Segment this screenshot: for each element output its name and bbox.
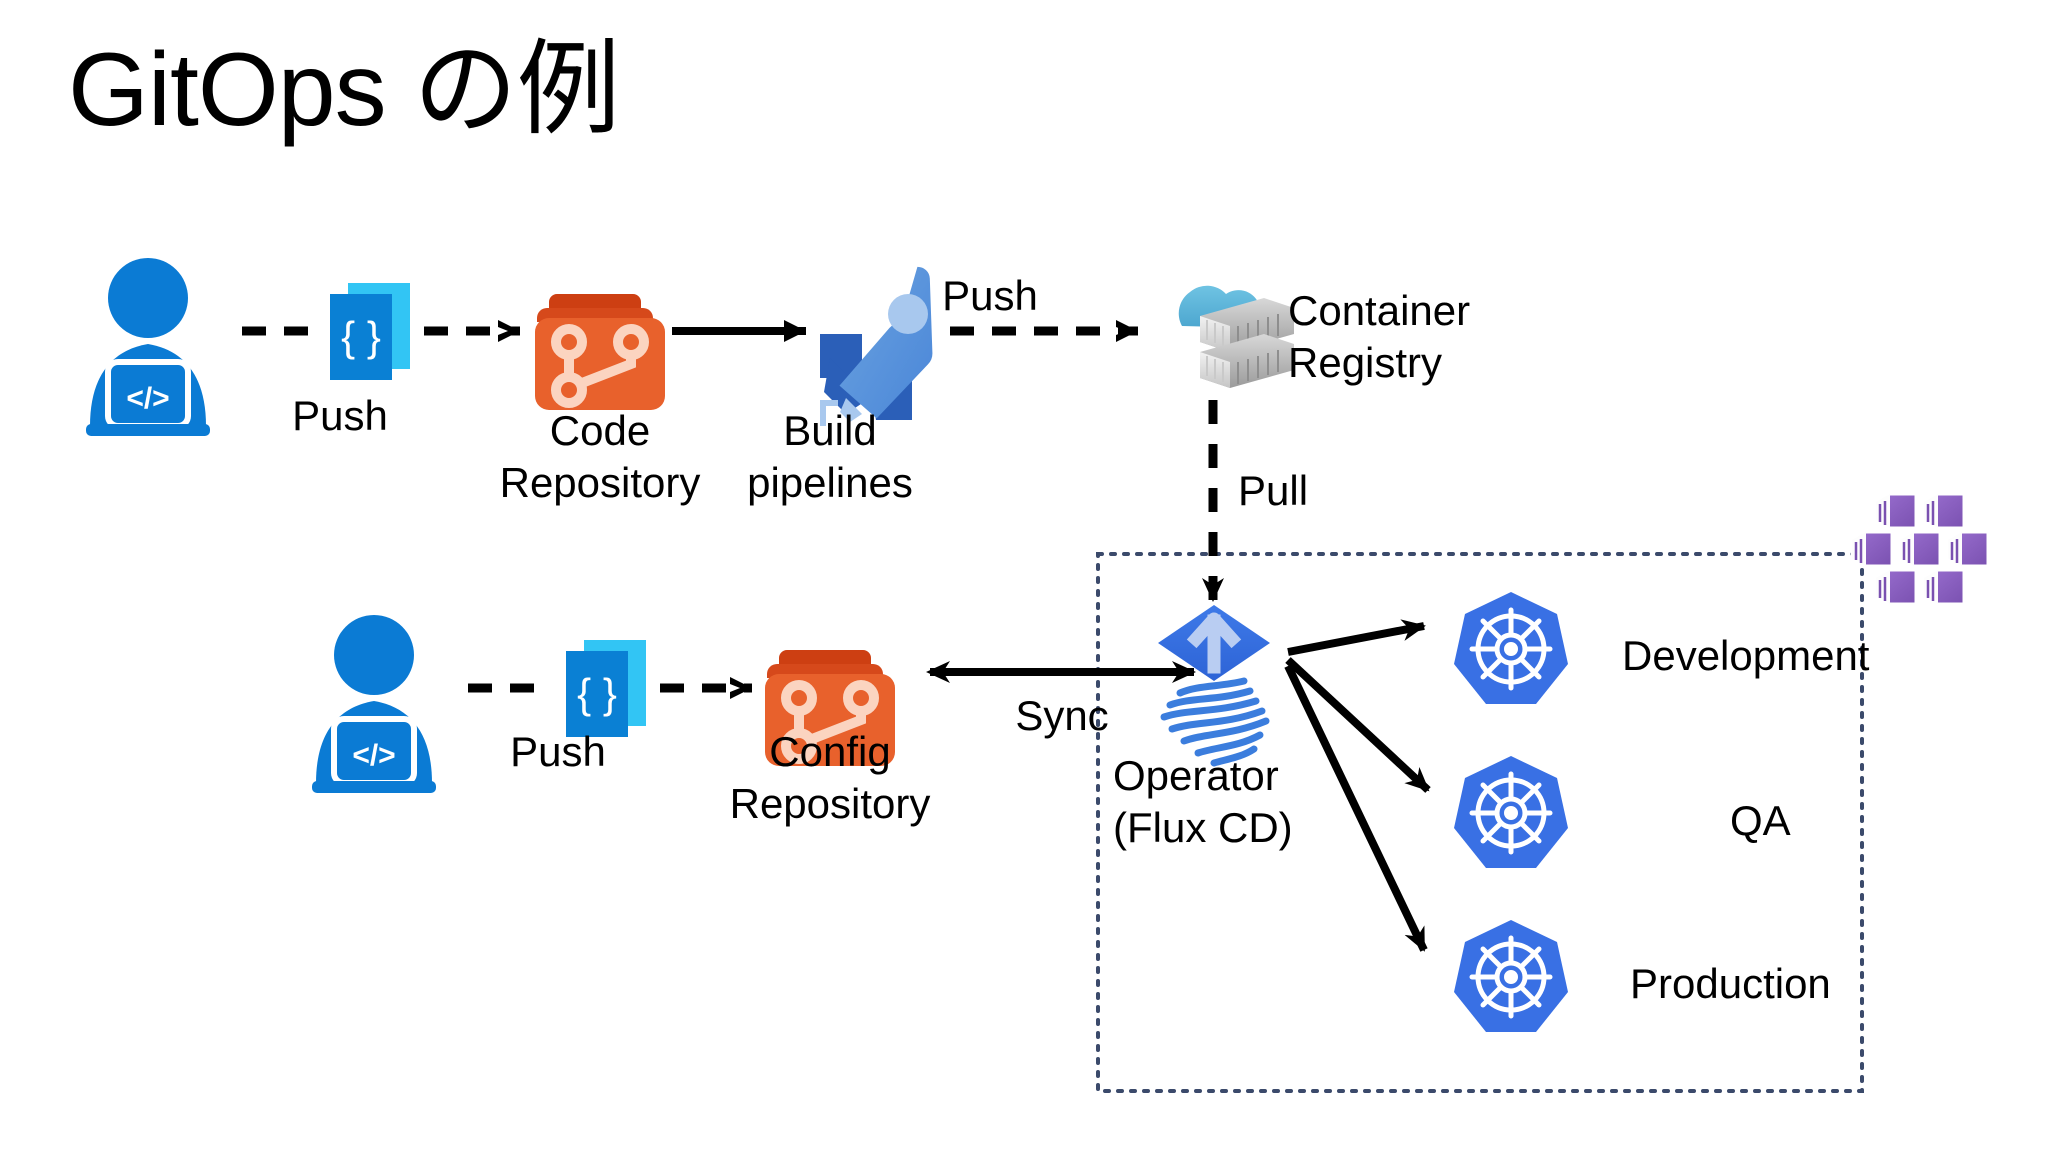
cluster-boundary xyxy=(1096,552,1864,1093)
git-repo-icon xyxy=(535,294,665,410)
label-container-registry: Container Registry xyxy=(1288,287,1471,386)
label-pull: Pull xyxy=(1238,467,1309,514)
label-push-registry: Push xyxy=(942,272,1038,319)
svg-text:</>: </> xyxy=(126,382,169,415)
page-title: GitOps の例 xyxy=(68,32,621,148)
kubernetes-icon xyxy=(1454,756,1568,868)
label-sync: Sync xyxy=(1015,692,1109,739)
label-production: Production xyxy=(1630,960,1831,1007)
kubernetes-icon xyxy=(1454,592,1568,704)
label-config-repository: Config Repository xyxy=(729,728,931,827)
edge-solid-operator-to-prod xyxy=(1284,664,1428,952)
flux-cd-icon xyxy=(1158,605,1270,767)
developer-icon: </> xyxy=(86,258,210,436)
rocket-icon xyxy=(820,266,933,426)
label-development: Development xyxy=(1622,632,1870,679)
kubernetes-icon xyxy=(1454,920,1568,1032)
label-build-pipelines: Build pipelines xyxy=(747,407,913,506)
json-file-icon: { } xyxy=(566,640,646,737)
label-push-bottom: Push xyxy=(510,728,606,775)
label-code-repository: Code Repository xyxy=(499,407,701,506)
json-file-icon: { } xyxy=(330,283,410,380)
edge-solid-operator-to-dev xyxy=(1287,619,1426,656)
svg-text:</>: </> xyxy=(352,739,395,772)
developer-icon: </> xyxy=(312,615,436,793)
edge-solid-operator-to-qa xyxy=(1285,657,1431,793)
svg-text:{ }: { } xyxy=(577,670,617,717)
label-qa: QA xyxy=(1730,797,1791,844)
label-push-top: Push xyxy=(292,392,388,439)
aks-containers-icon xyxy=(1850,492,1990,606)
git-repo-icon xyxy=(765,650,895,766)
container-registry-icon xyxy=(1178,285,1294,388)
svg-text:{ }: { } xyxy=(341,313,381,360)
label-operator: Operator (Flux CD) xyxy=(1113,752,1293,851)
